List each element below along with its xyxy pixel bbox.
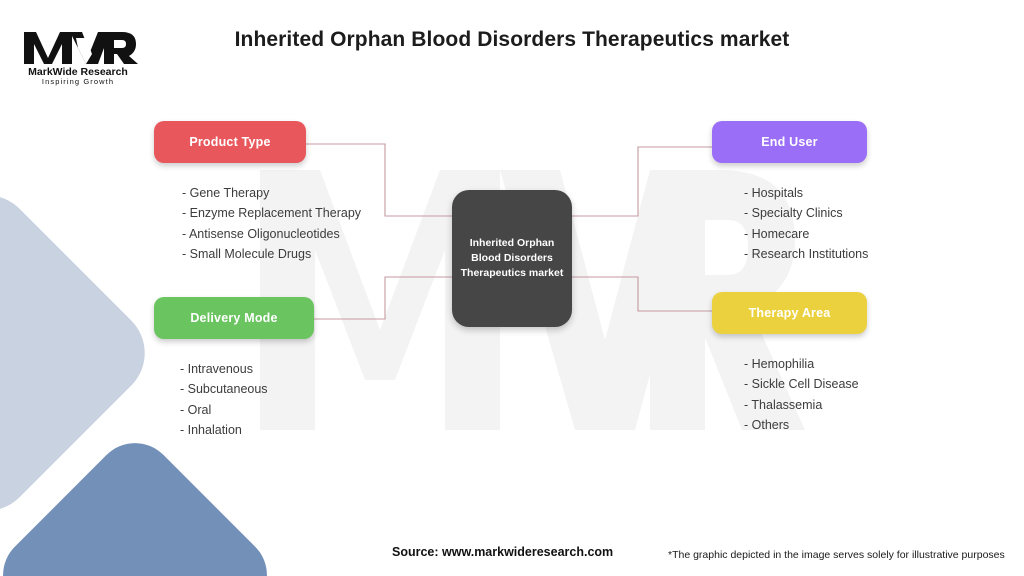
branch-label-end-user[interactable]: End User (712, 121, 867, 163)
branch-therapy-area: Therapy Area - Hemophilia - Sickle Cell … (712, 292, 867, 436)
branch-product-type: Product Type - Gene Therapy - Enzyme Rep… (154, 121, 362, 265)
logo-company-name: MarkWide Research (28, 66, 128, 78)
branch-items-product-type: - Gene Therapy - Enzyme Replacement Ther… (182, 183, 362, 265)
list-item: - Thalassemia (744, 397, 823, 412)
branch-delivery-mode: Delivery Mode - Intravenous - Subcutaneo… (154, 297, 314, 441)
markwide-research-logo: MarkWide Research Inspiring Growth (16, 24, 140, 86)
source-label: Source: www.markwideresearch.com (392, 545, 614, 559)
center-node-line-1: Inherited Orphan (469, 237, 555, 250)
list-item: - Subcutaneous (180, 382, 268, 397)
list-item: - Small Molecule Drugs (182, 247, 312, 262)
list-item: - Specialty Clinics (744, 206, 843, 221)
list-item: - Gene Therapy (182, 186, 270, 200)
center-node-line-3: Therapeutics market (460, 266, 564, 279)
center-node: Inherited Orphan Blood Disorders Therape… (452, 190, 572, 327)
center-node-text: Inherited Orphan Blood Disorders Therape… (455, 236, 570, 281)
logo-tagline: Inspiring Growth (42, 77, 114, 86)
list-item: - Homecare (744, 226, 810, 241)
list-item: - Others (744, 418, 790, 433)
connector-therapy-area (570, 276, 712, 312)
branch-label-delivery-mode[interactable]: Delivery Mode (154, 297, 314, 339)
branch-items-delivery-mode: - Intravenous - Subcutaneous - Oral - In… (180, 359, 314, 441)
branch-end-user: End User - Hospitals - Specialty Clinics… (712, 121, 869, 265)
branch-label-therapy-area[interactable]: Therapy Area (712, 292, 867, 334)
list-item: - Sickle Cell Disease (744, 377, 859, 392)
branch-label-product-type[interactable]: Product Type (154, 121, 306, 163)
list-item: - Hospitals (744, 186, 804, 200)
connector-end-user (570, 146, 712, 217)
center-node-line-2: Blood Disorders (471, 252, 553, 265)
branch-items-therapy-area: - Hemophilia - Sickle Cell Disease - Tha… (744, 354, 867, 436)
list-item: - Oral (180, 402, 212, 417)
connector-product-type (306, 143, 455, 217)
disclaimer-label: *The graphic depicted in the image serve… (668, 549, 1005, 561)
page-title: Inherited Orphan Blood Disorders Therape… (234, 28, 790, 51)
list-item: - Enzyme Replacement Therapy (182, 206, 362, 221)
list-item: - Antisense Oligonucleotides (182, 226, 340, 241)
branch-items-end-user: - Hospitals - Specialty Clinics - Homeca… (744, 183, 869, 265)
list-item: - Intravenous (180, 362, 253, 376)
list-item: - Research Institutions (744, 247, 869, 262)
connector-delivery-mode (314, 276, 455, 320)
list-item: - Inhalation (180, 423, 242, 438)
list-item: - Hemophilia (744, 357, 815, 371)
